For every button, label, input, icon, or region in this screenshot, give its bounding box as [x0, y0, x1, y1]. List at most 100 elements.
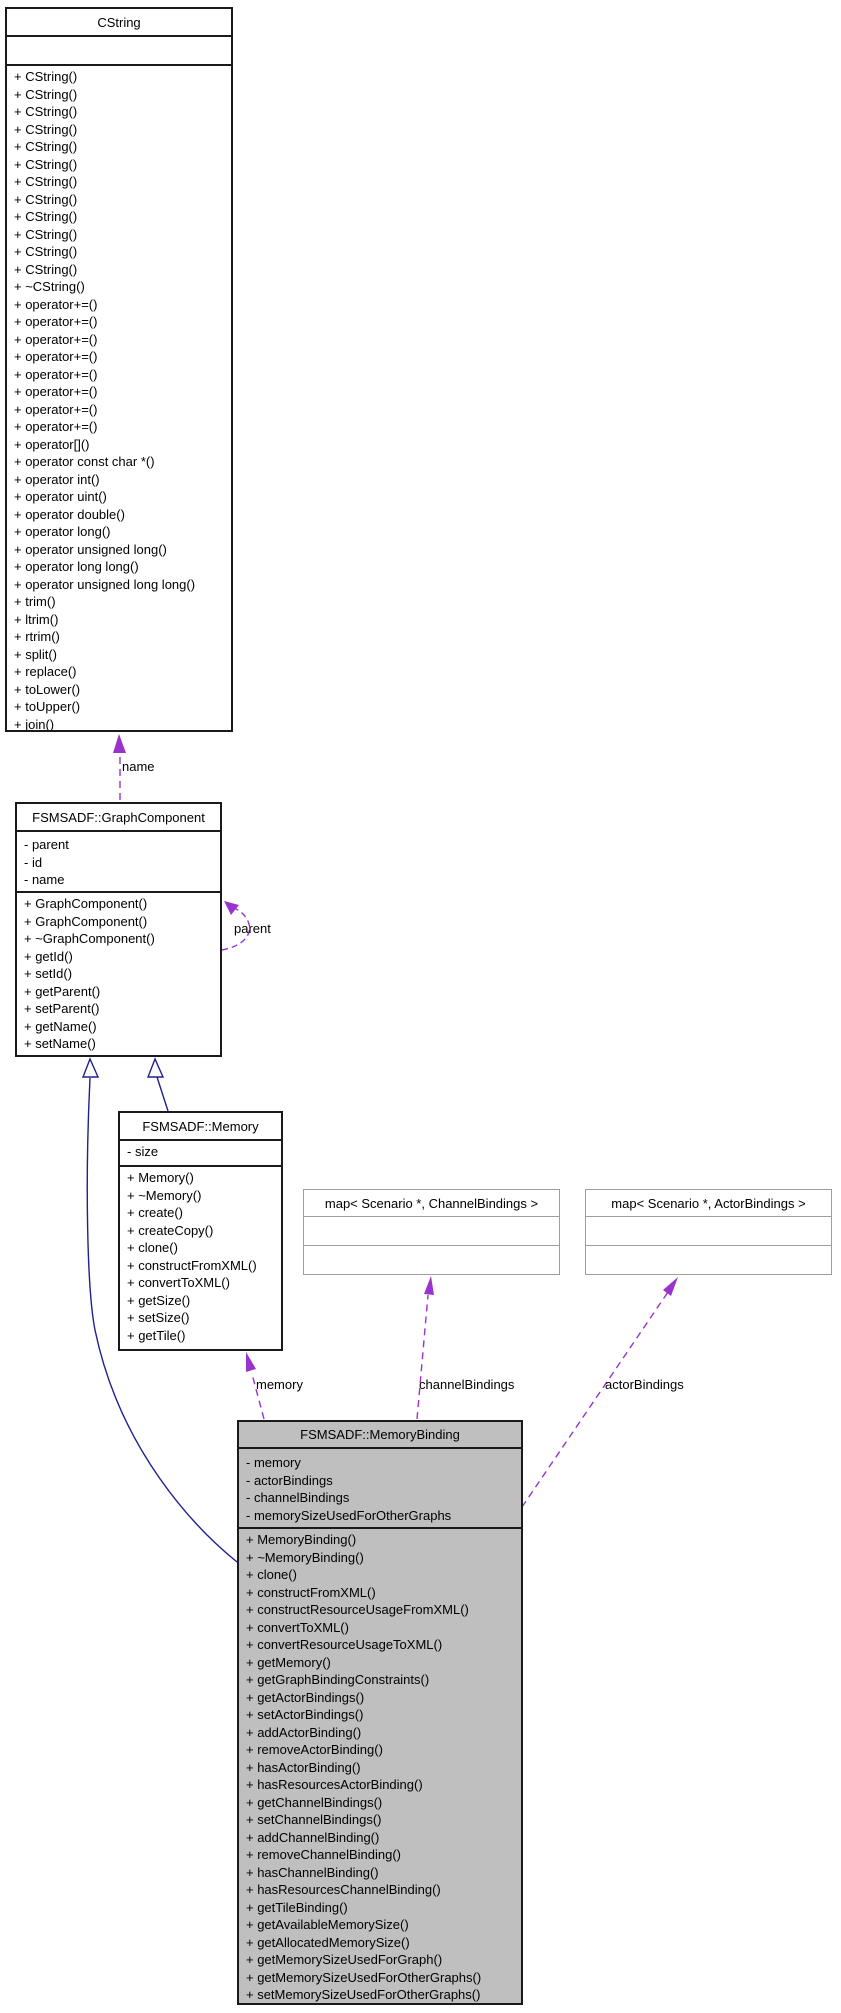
class-title: FSMSADF::GraphComponent [17, 804, 220, 832]
class-box-cstring[interactable]: CString + CString() + CString() + CString(… [5, 7, 233, 732]
method-item: + setName() [24, 1036, 96, 1051]
method-item: + addActorBinding() [246, 1724, 362, 1740]
method-item: + operator[]() [14, 436, 90, 452]
method-item: + hasResourcesChannelBinding() [246, 1882, 441, 1897]
method-item: + CString() [14, 139, 78, 154]
method-item: + operator const char *() [14, 454, 155, 469]
method-item: + operator+=() [14, 331, 98, 347]
method-item: + CString() [14, 226, 78, 242]
method-item: + hasChannelBinding() [246, 1864, 379, 1880]
method-item: + getActorBindings() [246, 1689, 365, 1705]
class-title: CString [7, 9, 231, 37]
memory-inheritance-edge [146, 1057, 169, 1112]
attribute-item: - size [127, 1144, 159, 1159]
memory-arrowhead-icon [246, 1352, 256, 1372]
method-item: + operator+=() [14, 384, 98, 399]
method-item: + CString() [14, 209, 78, 224]
attribute-item: - actorBindings [246, 1472, 333, 1488]
class-box-memory[interactable]: FSMSADF::Memory - size + Memory()+ ~Memo… [118, 1111, 283, 1351]
class-title: FSMSADF::Memory [120, 1113, 281, 1141]
class-title: map< Scenario *, ActorBindings > [586, 1190, 831, 1217]
method-item: + GraphComponent() [24, 896, 148, 911]
method-item: + rtrim() [14, 629, 60, 644]
method-item: + operator int() [14, 471, 100, 487]
method-item: + getGraphBindingConstraints() [246, 1672, 430, 1687]
class-methods: + Memory()+ ~Memory()+ create()+ createC… [120, 1167, 281, 1344]
hollow-triangle-icon [81, 1057, 100, 1078]
method-item: + CString() [14, 244, 78, 259]
channelbindings-arrowhead-icon [424, 1276, 434, 1295]
attribute-item: - memory [246, 1455, 301, 1470]
class-attributes: - size [120, 1141, 281, 1167]
class-title: FSMSADF::MemoryBinding [239, 1422, 521, 1449]
class-box-graphcomponent[interactable]: FSMSADF::GraphComponent - parent- id- na… [15, 802, 222, 1057]
class-title: map< Scenario *, ChannelBindings > [304, 1190, 559, 1217]
method-item: + addChannelBinding() [246, 1829, 380, 1845]
method-item: + convertToXML() [246, 1619, 349, 1635]
attribute-item: - name [24, 872, 65, 887]
method-item: + getTileBinding() [246, 1899, 348, 1915]
method-item: + getMemorySizeUsedForGraph() [246, 1952, 443, 1967]
method-item: + convertToXML() [127, 1275, 230, 1290]
method-item: + trim() [14, 594, 56, 609]
class-box-memorybinding[interactable]: FSMSADF::MemoryBinding - memory- actorBi… [237, 1420, 523, 2005]
method-item: + ~GraphComponent() [24, 931, 155, 946]
method-item: + constructResourceUsageFromXML() [246, 1602, 469, 1617]
method-item: + toLower() [14, 681, 81, 697]
method-item: + replace() [14, 664, 77, 679]
method-item: + CString() [14, 104, 78, 119]
edge-label-name: name [122, 759, 155, 774]
class-methods [304, 1246, 559, 1274]
edge-label-parent: parent [234, 921, 271, 936]
method-item: + ~CString() [14, 279, 85, 294]
method-item: + CString() [14, 156, 78, 172]
channelbindings-usage-edge [416, 1276, 434, 1420]
class-attributes [586, 1217, 831, 1246]
attribute-item: - channelBindings [246, 1490, 350, 1505]
method-item: + CString() [14, 261, 78, 277]
method-item: + operator+=() [14, 314, 98, 329]
method-item: + ~Memory() [127, 1187, 202, 1203]
method-item: + clone() [127, 1240, 178, 1255]
method-item: + setParent() [24, 1001, 100, 1016]
class-box-map-channelbindings[interactable]: map< Scenario *, ChannelBindings > [303, 1189, 560, 1275]
method-item: + operator double() [14, 506, 125, 522]
method-item: + operator+=() [14, 366, 98, 382]
attribute-item: - parent [24, 837, 69, 852]
method-item: + CString() [14, 69, 78, 84]
method-item: + convertResourceUsageToXML() [246, 1637, 443, 1652]
class-methods: + GraphComponent() + GraphComponent() + ~G… [17, 893, 220, 1053]
method-item: + getMemory() [246, 1654, 331, 1670]
actorbindings-arrowhead-icon [663, 1277, 678, 1296]
method-item: + setMemorySizeUsedForOtherGraphs() [246, 1987, 481, 2002]
method-item: + getName() [24, 1018, 97, 1034]
method-item: + getParent() [24, 983, 101, 999]
method-item: + operator+=() [14, 419, 98, 434]
class-box-map-actorbindings[interactable]: map< Scenario *, ActorBindings > [585, 1189, 832, 1275]
method-item: + hasResourcesActorBinding() [246, 1777, 423, 1792]
actorbindings-usage-edge [521, 1277, 678, 1508]
method-item: + createCopy() [127, 1222, 214, 1238]
method-item: + operator unsigned long() [14, 541, 167, 557]
method-item: + CString() [14, 86, 78, 102]
method-item: + getAvailableMemorySize() [246, 1917, 409, 1932]
method-item: + getTile() [127, 1327, 186, 1343]
method-item: + operator+=() [14, 401, 98, 417]
method-item: + ltrim() [14, 611, 59, 627]
class-attributes [304, 1217, 559, 1246]
edge-label-memory: memory [256, 1377, 303, 1392]
name-arrowhead-icon [113, 734, 126, 753]
method-item: + GraphComponent() [24, 913, 148, 929]
method-item: + removeChannelBinding() [246, 1847, 402, 1862]
method-item: + clone() [246, 1567, 297, 1582]
method-item: + operator+=() [14, 349, 98, 364]
method-item: + getChannelBindings() [246, 1794, 383, 1810]
class-attributes: - parent - id - name [17, 832, 220, 893]
method-item: + create() [127, 1205, 183, 1220]
method-item: + operator uint() [14, 489, 107, 504]
method-item: + hasActorBinding() [246, 1759, 361, 1775]
method-item: + constructFromXML() [246, 1584, 376, 1600]
attribute-item: - id [24, 854, 43, 870]
method-item: + getId() [24, 948, 73, 964]
